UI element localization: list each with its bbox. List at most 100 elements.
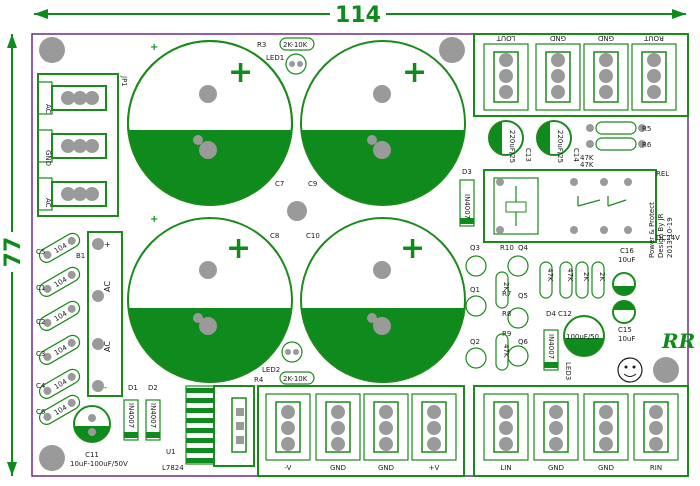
height-label: 77 (1, 237, 26, 268)
svg-text:10uF: 10uF (618, 335, 635, 343)
dimension-height: 77 (0, 34, 26, 476)
svg-text:AC: AC (44, 104, 52, 114)
svg-text:C10: C10 (306, 232, 320, 240)
svg-text:2K-10K: 2K-10K (283, 375, 308, 383)
svg-text:2K: 2K (598, 272, 606, 281)
svg-text:-V: -V (285, 464, 292, 472)
svg-text:GND: GND (598, 34, 614, 42)
svg-text:Q5: Q5 (518, 292, 528, 300)
svg-text:D3: D3 (462, 168, 472, 176)
dimension-width: 114 (34, 2, 686, 28)
svg-text:REL: REL (656, 170, 669, 178)
svg-text:GND: GND (378, 464, 394, 472)
face-logo (617, 357, 643, 383)
credit-line3: 2013-10-19 (666, 217, 674, 258)
svg-text:+V: +V (429, 464, 440, 472)
svg-text:IN4007: IN4007 (547, 334, 555, 359)
svg-text:47K: 47K (580, 161, 594, 169)
svg-text:GND: GND (44, 150, 52, 166)
svg-text:D2: D2 (148, 384, 158, 392)
svg-text:+: + (150, 42, 158, 53)
credit-line1: Power & Protect (648, 202, 656, 258)
mount-hole-center (287, 201, 307, 221)
bridge-b1: + AC AC - B1 (76, 231, 123, 397)
svg-text:+: + (226, 231, 251, 266)
svg-text:RIN: RIN (650, 464, 662, 472)
svg-text:R10: R10 (500, 244, 514, 252)
svg-text:B1: B1 (76, 252, 85, 260)
svg-text:220uF/25: 220uF/25 (556, 130, 564, 163)
connector-jp1: AC GND AC JP1 (37, 73, 128, 217)
svg-text:R9: R9 (502, 330, 511, 338)
svg-text:DC24V: DC24V (656, 234, 680, 242)
svg-text:AC: AC (103, 281, 112, 292)
regulator-l7824: L7824 (162, 385, 255, 472)
svg-text:10uF-100uF/50V: 10uF-100uF/50V (70, 460, 128, 468)
svg-text:IN4007: IN4007 (149, 403, 157, 428)
svg-text:-: - (104, 383, 107, 392)
svg-text:2K: 2K (502, 282, 510, 291)
connectors-bottom-left: -V GND GND +V (257, 385, 465, 477)
capacitor-c12: 100uF/50 (563, 315, 605, 357)
svg-text:C15: C15 (618, 326, 632, 334)
svg-text:C2: C2 (36, 318, 45, 326)
svg-text:+: + (150, 214, 158, 225)
connectors-top: LOUT GND GND ROUT (473, 33, 689, 117)
svg-text:Q4: Q4 (518, 244, 529, 252)
mount-hole-br (653, 357, 679, 383)
svg-text:LED3: LED3 (564, 362, 572, 380)
rr-logo: RR (661, 329, 695, 353)
svg-text:AC: AC (44, 198, 52, 208)
svg-text:+: + (104, 240, 111, 249)
svg-text:GND: GND (330, 464, 346, 472)
svg-text:IN4007: IN4007 (463, 194, 471, 219)
mount-hole-tc (439, 37, 465, 63)
capacitors-c15-c16: C16 10uF C15 10uF (612, 247, 636, 343)
svg-text:IN4007: IN4007 (127, 403, 135, 428)
svg-text:C3: C3 (36, 350, 45, 358)
resistors-r5-r6: R5 R6 47K 47K (580, 121, 652, 169)
svg-text:C5: C5 (36, 248, 45, 256)
svg-text:R4: R4 (254, 376, 264, 384)
svg-text:ROUT: ROUT (643, 34, 663, 42)
svg-text:2K: 2K (582, 272, 590, 281)
resistor-r3: 2K-10K R3 LED1 (257, 37, 315, 75)
svg-text:47K: 47K (546, 268, 554, 282)
svg-text:R7: R7 (502, 290, 511, 298)
svg-text:GND: GND (598, 464, 614, 472)
diodes-d1-d2: D1 D2 IN4007 IN4007 U1 (123, 384, 176, 456)
svg-text:2K-10K: 2K-10K (283, 41, 308, 49)
svg-text:JP1: JP1 (120, 75, 128, 87)
connectors-bottom-right: LIN GND GND RIN (473, 385, 689, 477)
svg-text:Q2: Q2 (470, 338, 480, 346)
svg-text:10uF: 10uF (618, 256, 635, 264)
svg-text:Q3: Q3 (470, 244, 480, 252)
diode-d3: D3 IN4007 (459, 168, 475, 227)
svg-text:C7: C7 (275, 180, 284, 188)
svg-text:R6: R6 (642, 141, 652, 149)
svg-text:C1: C1 (36, 284, 45, 292)
svg-text:C4: C4 (36, 382, 46, 390)
svg-text:220uF/25: 220uF/25 (508, 130, 516, 163)
svg-text:LIN: LIN (500, 464, 511, 472)
svg-text:R8: R8 (502, 310, 511, 318)
svg-text:U1: U1 (166, 448, 176, 456)
svg-text:C12: C12 (558, 310, 572, 318)
svg-text:R3: R3 (257, 41, 266, 49)
svg-text:AC: AC (103, 341, 112, 352)
svg-text:C11: C11 (85, 451, 99, 459)
width-label: 114 (335, 3, 381, 28)
svg-text:47K: 47K (502, 344, 510, 358)
svg-text:R5: R5 (642, 125, 651, 133)
svg-text:Q6: Q6 (518, 338, 529, 346)
svg-text:+: + (400, 231, 425, 266)
svg-text:47K: 47K (566, 268, 574, 282)
capacitor-c11: C11 10uF-100uF/50V (70, 405, 128, 468)
svg-text:Q1: Q1 (470, 286, 480, 294)
svg-text:D1: D1 (128, 384, 138, 392)
svg-text:100uF/50: 100uF/50 (566, 333, 599, 341)
svg-text:C8: C8 (270, 232, 279, 240)
svg-text:LED1: LED1 (266, 54, 284, 62)
caps-c13-c14: 220uF/25 220uF/25 C13 C14 (488, 120, 580, 163)
svg-text:D4: D4 (546, 310, 556, 318)
